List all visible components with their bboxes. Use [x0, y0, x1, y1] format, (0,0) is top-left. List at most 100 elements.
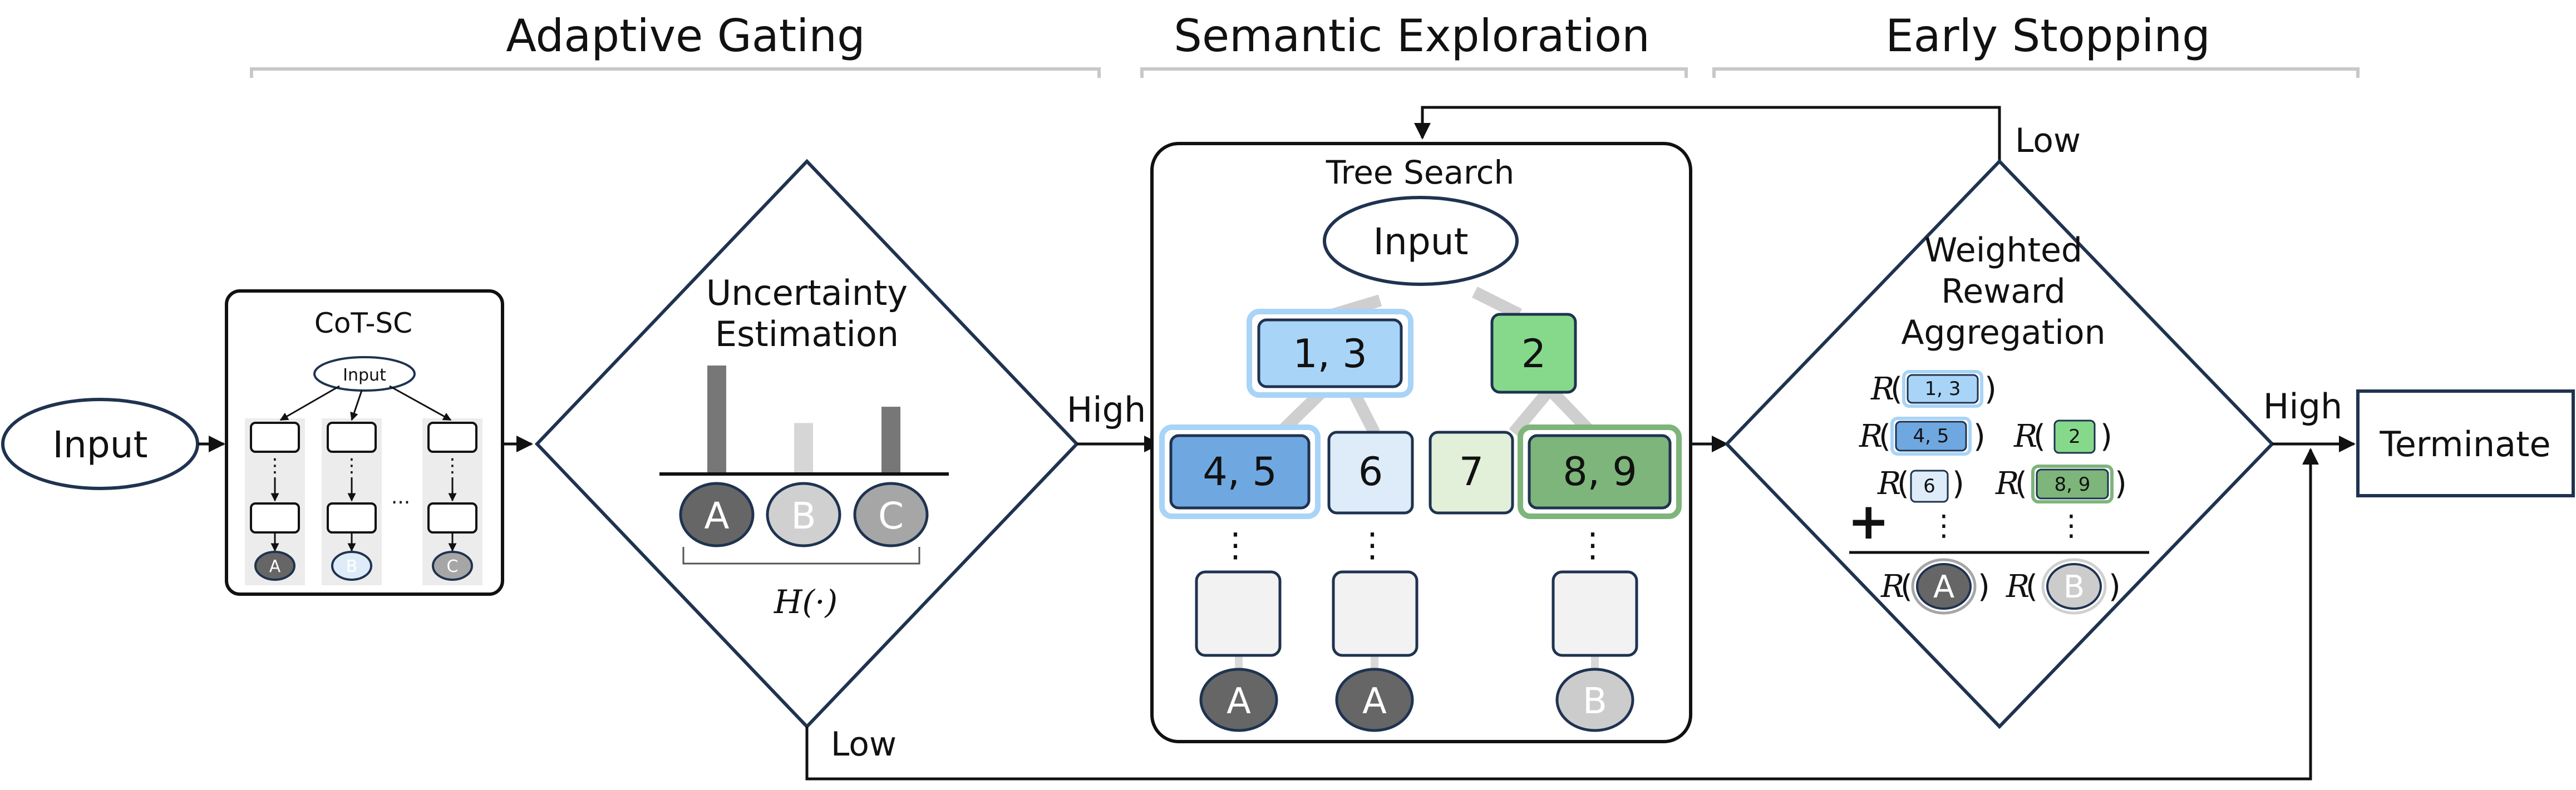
- agg-result-a-label: A: [1933, 569, 1954, 605]
- uncertainty-brace: [682, 547, 920, 565]
- uncertainty-answer-b-label: B: [791, 495, 816, 537]
- agg-term-6: [1910, 470, 1949, 503]
- tree-node-45: [1169, 434, 1311, 510]
- cot-sc-step-2b: [327, 502, 377, 534]
- edge-label-low-1: Low: [831, 725, 897, 764]
- tree-node-13: [1257, 318, 1403, 388]
- uncertainty-answer-a: [679, 482, 755, 547]
- aggregation-diamond-shape: [1724, 159, 2275, 729]
- uncertainty-answer-nodes: A B C: [679, 482, 929, 547]
- agg-term-13-label: 1, 3: [1925, 378, 1961, 400]
- tree-step-box-1: [1195, 570, 1282, 657]
- tree-leaf-a-2: [1335, 668, 1414, 732]
- tree-dots-3: ⋮: [1576, 526, 1609, 565]
- agg-term-2: [2053, 419, 2096, 454]
- cot-sc-more-paths: ...: [391, 486, 410, 508]
- tree-node-2: [1490, 313, 1577, 394]
- tree-leaf-a-1-label: A: [1227, 681, 1251, 722]
- cot-sc-answer-c: [432, 551, 473, 581]
- cot-sc-dots-3: ⋮: [443, 455, 462, 477]
- uncertainty-title-line1: Uncertainty: [706, 273, 908, 313]
- tree-node-13-label: 1, 3: [1293, 331, 1367, 377]
- agg-r-3a: R: [1877, 466, 1901, 502]
- cot-sc-step-2a: [327, 422, 377, 453]
- section-bracket-stopping: [1712, 67, 2360, 78]
- agg-term-45: [1895, 421, 1967, 452]
- cot-sc-dots-2: ⋮: [342, 455, 361, 477]
- cot-sc-step-1b: [250, 502, 300, 534]
- agg-close-2b: ): [2100, 418, 2112, 455]
- input-node-label: Input: [53, 423, 148, 466]
- cot-sc-branch-arrow-3: [389, 385, 452, 421]
- cot-sc-box: CoT-SC Input ⋮ A ⋮ B ... ⋮: [225, 289, 504, 596]
- tree-node-89-label: 8, 9: [1563, 449, 1637, 495]
- agg-dots-2: ⋮: [2057, 509, 2086, 542]
- cot-sc-answer-c-label: C: [447, 557, 459, 576]
- agg-close-3b: ): [2115, 466, 2127, 502]
- edge-label-high-1: High: [1067, 389, 1146, 430]
- agg-open-3a: (: [1897, 466, 1909, 502]
- tree-leaf-a-1: [1199, 668, 1278, 732]
- agg-open-2a: (: [1879, 418, 1891, 455]
- agg-term-13: [1907, 374, 1979, 404]
- agg-close-1: ): [1984, 371, 1997, 407]
- tree-input-label: Input: [1373, 220, 1469, 263]
- tree-leaf-b-label: B: [1583, 681, 1607, 722]
- uncertainty-answer-a-label: A: [704, 495, 729, 537]
- input-node: [1, 398, 199, 490]
- cot-sc-input-node: [313, 356, 416, 392]
- tree-dots-2: ⋮: [1356, 526, 1389, 565]
- tree-step-box-2: [1332, 570, 1418, 657]
- agg-term-89-label: 8, 9: [2055, 473, 2091, 496]
- aggregation-title-line2: Reward: [1941, 272, 2065, 311]
- agg-plus: +: [1848, 492, 1889, 551]
- section-bracket-exploration: [1140, 67, 1688, 78]
- agg-open-1: (: [1890, 371, 1903, 407]
- agg-result-a: [1916, 563, 1972, 610]
- tree-node-6: [1327, 431, 1414, 515]
- cot-sc-title: CoT-SC: [314, 307, 412, 339]
- agg-open-4a: (: [1900, 569, 1913, 605]
- tree-node-7-label: 7: [1459, 449, 1484, 495]
- agg-term-89: [2036, 468, 2109, 500]
- uncertainty-answer-b: [766, 482, 841, 547]
- uncertainty-answer-c-label: C: [878, 495, 904, 537]
- uncertainty-bar-c: [881, 407, 900, 474]
- agg-open-4b: (: [2026, 569, 2038, 605]
- section-title-stopping: Early Stopping: [1885, 10, 2210, 62]
- agg-open-2b: (: [2033, 418, 2046, 455]
- agg-result-b-label: B: [2063, 569, 2085, 605]
- section-header-stopping: Early Stopping: [1712, 10, 2360, 78]
- tree-input-node: [1323, 196, 1519, 286]
- uncertainty-bar-a: [707, 366, 726, 474]
- agg-close-4a: ): [1978, 569, 1990, 605]
- agg-r-2a: R: [1859, 418, 1883, 455]
- agg-term-6-label: 6: [1923, 475, 1935, 497]
- tree-node-7: [1429, 431, 1514, 515]
- tree-leaf-a-2-label: A: [1362, 681, 1387, 722]
- cot-sc-answer-b: [331, 551, 372, 581]
- agg-r-4b: R: [2006, 569, 2030, 605]
- uncertainty-diamond: Uncertainty Estimation A B C H(·): [534, 159, 1080, 729]
- agg-r-4a: R: [1880, 569, 1904, 605]
- cot-sc-branch-arrow-1: [279, 385, 340, 421]
- entropy-label: H(·): [774, 583, 838, 621]
- aggregation-diamond: Weighted Reward Aggregation R ( 1, 3 ) R…: [1724, 159, 2275, 729]
- tree-step-box-3: [1551, 570, 1638, 657]
- agg-open-3b: (: [2015, 466, 2027, 502]
- tree-node-2-label: 2: [1521, 331, 1546, 377]
- cot-sc-input-label: Input: [343, 366, 386, 385]
- edge-label-low-2: Low: [2015, 121, 2081, 160]
- agg-close-4b: ): [2109, 569, 2121, 605]
- edge-label-high-2: High: [2263, 386, 2343, 427]
- section-bracket-gating: [250, 67, 1101, 78]
- tree-node-45-label: 4, 5: [1203, 449, 1277, 495]
- uncertainty-title-line2: Estimation: [715, 314, 899, 354]
- uncertainty-bar-b: [794, 423, 813, 474]
- agg-term-2-label: 2: [2068, 426, 2081, 448]
- tree-dots-1: ⋮: [1219, 526, 1252, 565]
- agg-close-3a: ): [1952, 466, 1964, 502]
- agg-r-2b: R: [2013, 418, 2037, 455]
- uncertainty-bar-chart: [707, 366, 900, 474]
- cot-sc-step-3b: [427, 502, 477, 534]
